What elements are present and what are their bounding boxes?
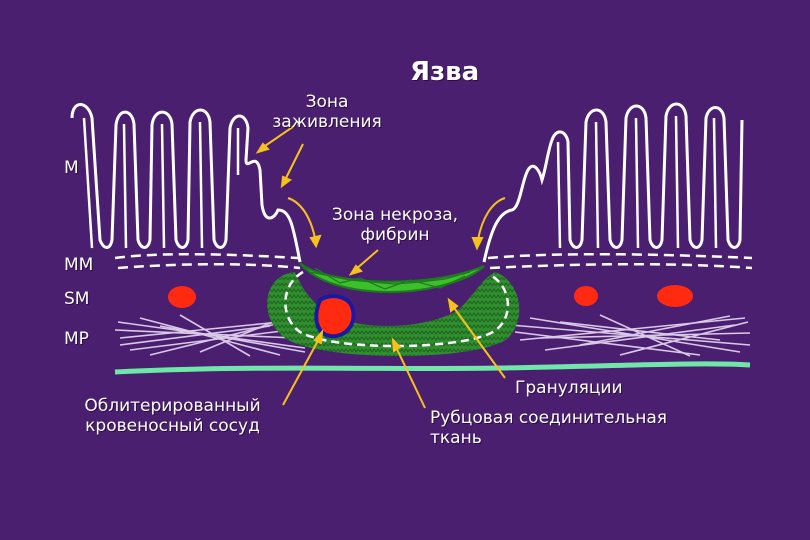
muscularis-mucosae-right [487, 252, 753, 270]
fold-line [674, 115, 680, 249]
necrosis-line-2: фибрин [360, 225, 430, 245]
vessel-right-1 [574, 286, 598, 306]
layer-label-m: M [64, 158, 79, 178]
healing-zone-line-2: заживления [272, 112, 382, 132]
fold-line [160, 123, 166, 249]
healing-zone-line-1: Зона [305, 92, 349, 112]
serosa-line [114, 361, 751, 375]
muscularis-mucosae-left [114, 252, 301, 270]
layer-label-sm: SM [64, 289, 90, 309]
vessel-right-2 [657, 285, 693, 307]
mucosa-outline-left [70, 103, 302, 263]
muscularis-fibers-right [509, 314, 751, 357]
obliterated-vessel-label: Облитерированный кровеносный сосуд [60, 396, 285, 436]
fibrin-band [299, 262, 485, 294]
fold-line [198, 121, 204, 249]
vessel-line-2: кровеносный сосуд [85, 416, 260, 436]
diagram-title: Язва [410, 57, 480, 87]
vessel-line-1: Облитерированный [84, 396, 261, 416]
granulation-label: Грануляции [515, 378, 623, 398]
scar-line-1: Рубцовая соединительная [430, 408, 668, 428]
necrosis-line-1: Зона некроза, [331, 205, 459, 225]
layer-label-mm: MM [64, 255, 94, 275]
necrosis-zone-label: Зона некроза, фибрин [320, 205, 470, 245]
annotation-arrows [255, 121, 506, 409]
fold-line [556, 141, 562, 249]
layer-label-mp: MP [64, 329, 89, 349]
fold-line [594, 121, 600, 249]
scar-tissue-label: Рубцовая соединительная ткань [430, 408, 667, 448]
scar-line-2: ткань [430, 428, 482, 448]
obliterated-vessel [314, 294, 356, 339]
fold-line [82, 117, 94, 249]
fibrin-strands [309, 267, 471, 290]
fold-line [122, 123, 128, 249]
vessel-left [168, 286, 196, 308]
fold-line [712, 117, 718, 249]
fold-line [634, 117, 640, 249]
mucosa-outline-right [482, 102, 744, 263]
granulation-border [284, 270, 510, 348]
healing-zone-label: Зона заживления [262, 92, 392, 132]
